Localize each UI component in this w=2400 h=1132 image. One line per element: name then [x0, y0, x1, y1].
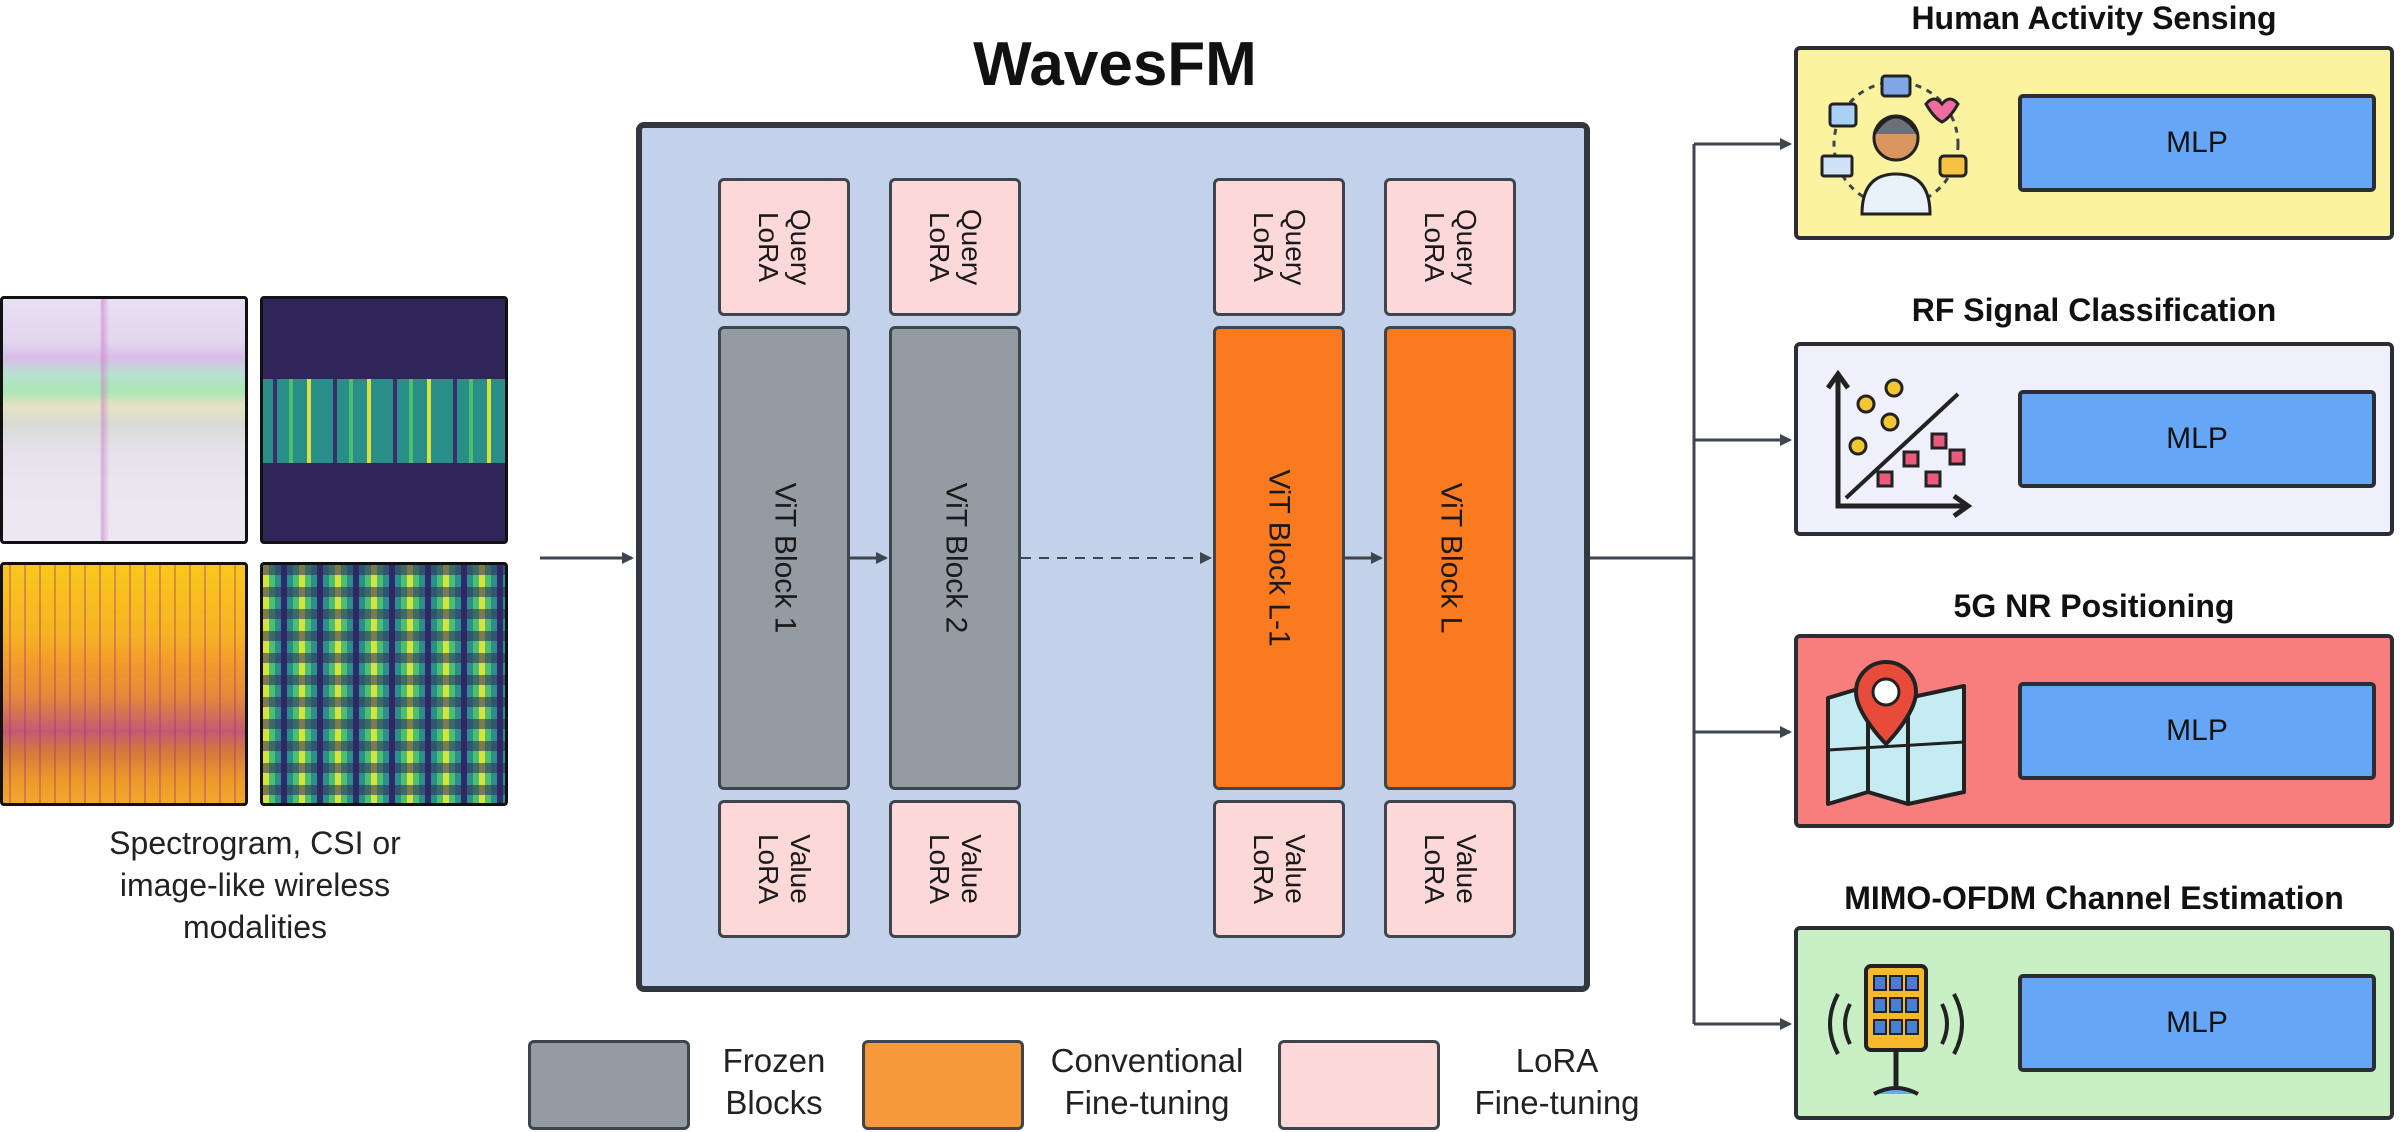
- legend-line: LoRA: [1515, 1042, 1599, 1079]
- legend-line: Frozen: [722, 1042, 826, 1079]
- legend-swatch-frozen: [528, 1040, 690, 1130]
- task-title-human-activity: Human Activity Sensing: [1911, 0, 2277, 36]
- csi-thumbnail-1-band: [263, 463, 505, 541]
- vit-block-1: ViT Block 1: [718, 326, 850, 790]
- legend-swatch-conventional: [862, 1040, 1024, 1130]
- csi-thumbnail-1-band: [263, 299, 505, 379]
- legend-line: Fine-tuning: [1064, 1084, 1230, 1121]
- csi-thumbnail-2: [260, 562, 508, 806]
- task-rf-classification: MLP: [1794, 342, 2394, 536]
- diagram-title: WavesFM: [973, 30, 1257, 99]
- legend-label-lora: LoRA Fine-tuning: [1452, 1040, 1662, 1124]
- task-5g-positioning: MLP: [1794, 634, 2394, 828]
- task-mimo-ofdm: MLP: [1794, 926, 2394, 1120]
- input-caption-line: image-like wireless: [119, 867, 391, 903]
- task-human-activity: MLP: [1794, 46, 2394, 240]
- person-activity-icon: [1820, 74, 1968, 216]
- legend-line: Fine-tuning: [1474, 1084, 1640, 1121]
- spectrogram-thumbnail-2: [0, 562, 248, 806]
- vit-block-2: ViT Block 2: [889, 326, 1021, 790]
- legend-label-conventional: Conventional Fine-tuning: [1032, 1040, 1262, 1124]
- scatter-classification-icon: [1825, 369, 1973, 519]
- legend-label-frozen: Frozen Blocks: [698, 1040, 850, 1124]
- input-caption-line: Spectrogram, CSI or: [109, 825, 401, 861]
- mlp-head-5g-positioning: MLP: [2018, 682, 2376, 780]
- vit-block-l: ViT Block L: [1384, 326, 1516, 790]
- legend-line: Blocks: [725, 1084, 823, 1121]
- map-pin-icon: [1826, 659, 1966, 806]
- mlp-head-human-activity: MLP: [2018, 94, 2376, 192]
- antenna-array-icon: [1828, 964, 1964, 1096]
- input-caption: Spectrogram, CSI or image-like wireless …: [0, 822, 510, 948]
- spectrogram-thumbnail-1: [0, 296, 248, 544]
- input-caption-line: modalities: [182, 909, 328, 945]
- legend-swatch-lora: [1278, 1040, 1440, 1130]
- legend-line: Conventional: [1050, 1042, 1244, 1079]
- mlp-head-rf-classification: MLP: [2018, 390, 2376, 488]
- task-title-mimo-ofdm: MIMO-OFDM Channel Estimation: [1844, 880, 2344, 916]
- task-title-5g-positioning: 5G NR Positioning: [1953, 588, 2235, 624]
- mlp-head-mimo-ofdm: MLP: [2018, 974, 2376, 1072]
- task-title-rf-classification: RF Signal Classification: [1911, 292, 2277, 328]
- vit-block-l-1: ViT Block L-1: [1213, 326, 1345, 790]
